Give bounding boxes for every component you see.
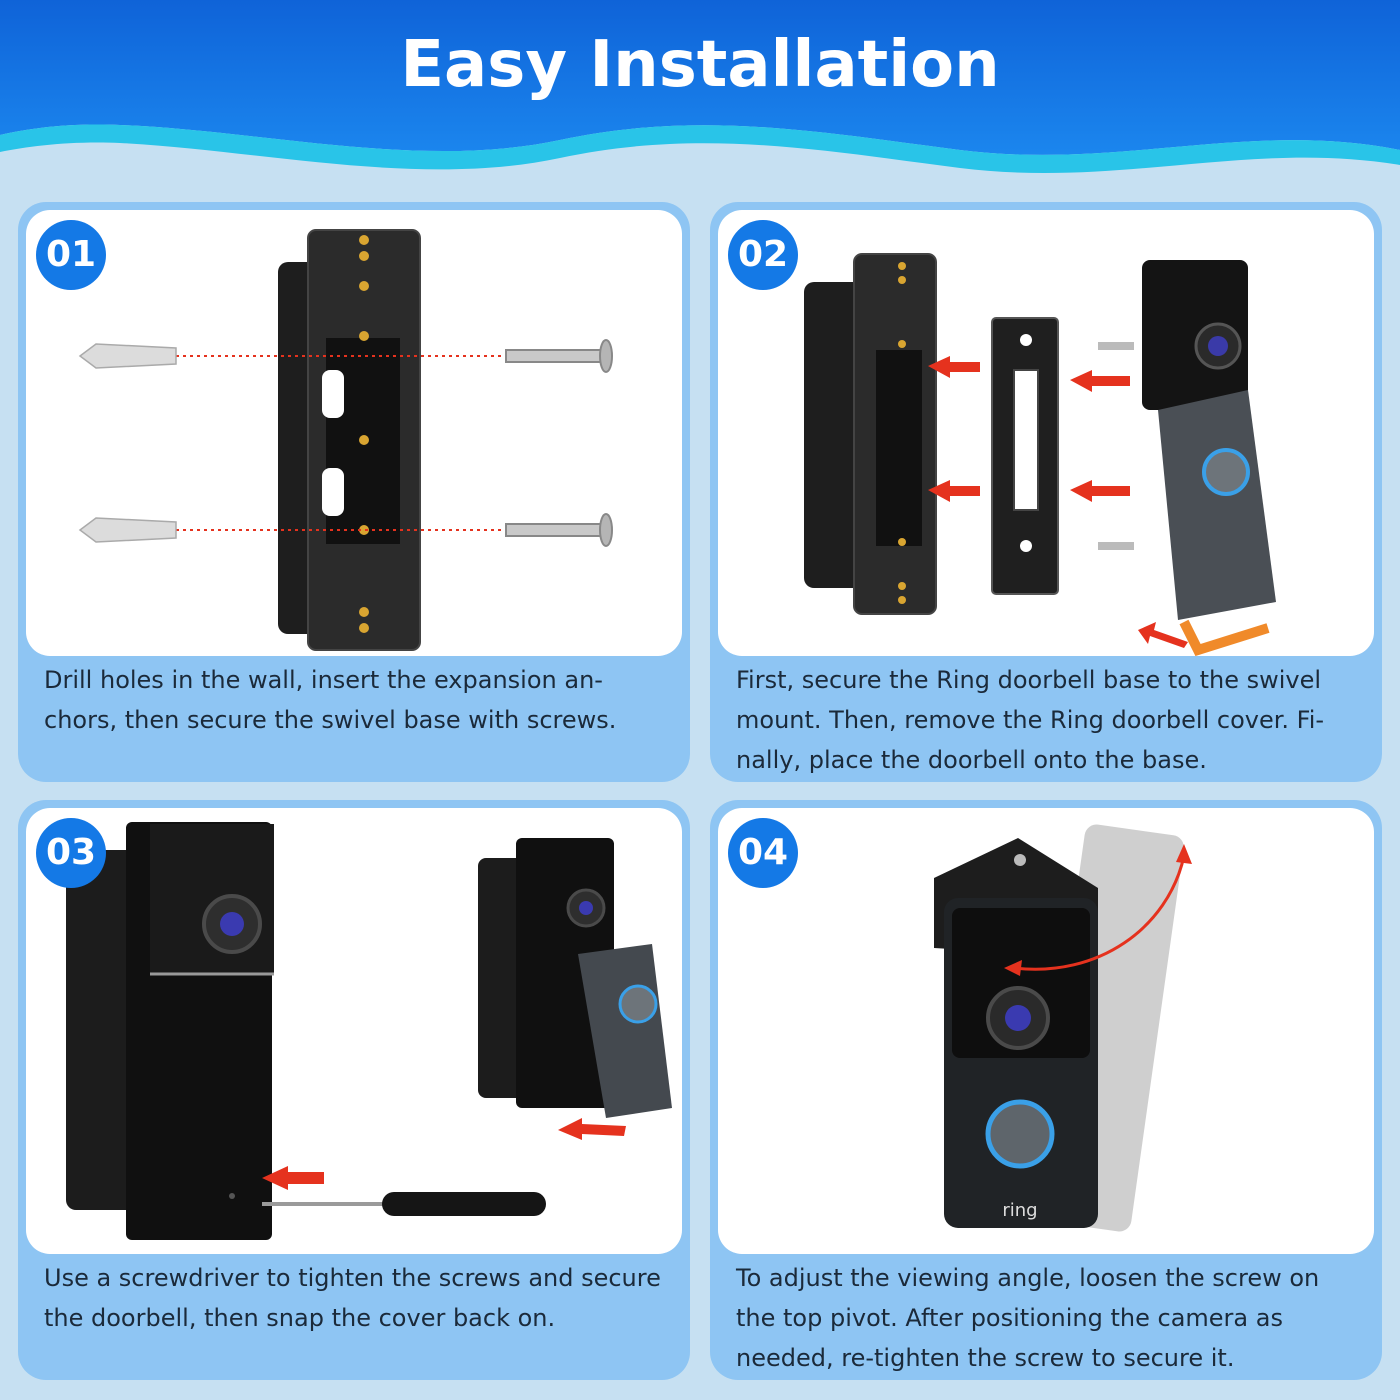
step-image xyxy=(26,210,682,656)
step-description: Drill holes in the wall, insert the expa… xyxy=(44,666,617,734)
step-number-badge: 04 xyxy=(728,818,798,888)
step-description: First, secure the Ring doorbell base to … xyxy=(736,666,1325,774)
header-banner: Easy Installation xyxy=(0,0,1400,200)
swivel-base-drilling-illustration xyxy=(78,229,613,651)
screwdriver-tightening-illustration xyxy=(66,822,672,1240)
doorbell-mount-assembly-illustration xyxy=(804,253,1276,656)
step-image xyxy=(26,808,682,1254)
angle-adjustment-illustration: ring xyxy=(934,824,1192,1232)
step-card-4: 04 ring To adjust the viewing angle, loo… xyxy=(710,800,1382,1380)
step-image: ring xyxy=(718,808,1374,1254)
step-description: Use a screwdriver to tighten the screws … xyxy=(44,1264,661,1332)
step-card-2: 02 xyxy=(710,202,1382,782)
wave-banner-graphic xyxy=(0,0,1400,174)
step-number-badge: 03 xyxy=(36,818,106,888)
step-image xyxy=(718,210,1374,656)
step-number-badge: 01 xyxy=(36,220,106,290)
page-title: Easy Installation xyxy=(400,28,1000,102)
step-description: To adjust the viewing angle, loosen the … xyxy=(736,1264,1320,1372)
step-card-1: 01 xyxy=(18,202,690,782)
step-number-badge: 02 xyxy=(728,220,798,290)
ring-brand-logo: ring xyxy=(1002,1200,1037,1221)
step-card-3: 03 Use a screwdriver to tighten the xyxy=(18,800,690,1380)
